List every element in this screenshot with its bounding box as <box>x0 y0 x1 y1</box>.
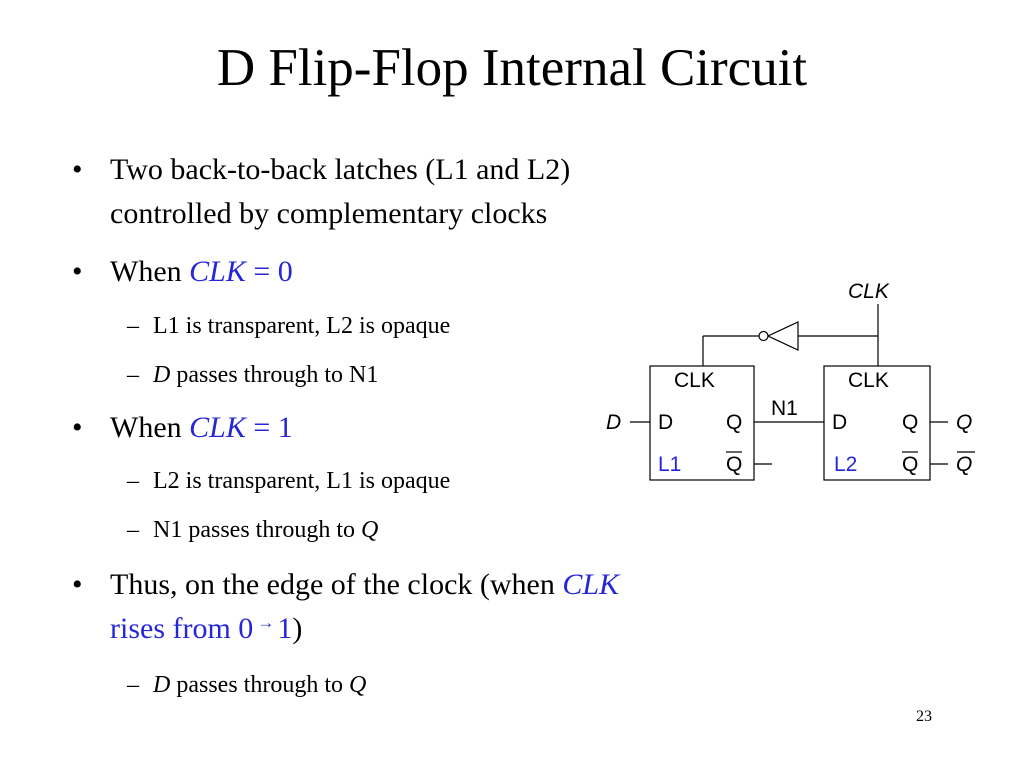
bullet-text: When CLK = 1 <box>110 411 293 444</box>
slide-title: D Flip-Flop Internal Circuit <box>216 39 808 97</box>
latch-l2-clk-label: CLK <box>848 369 889 392</box>
latch-l2-name: L2 <box>834 453 857 476</box>
latch-l2-box <box>823 365 931 481</box>
bullet-text: Thus, on the edge of the clock (when CLK… <box>110 568 620 645</box>
latch-l1-d-label: D <box>658 411 673 434</box>
latch-l1-qbar-label: Q <box>726 453 742 476</box>
page-number: 23 <box>916 708 932 725</box>
bullet-dot: • <box>72 411 83 444</box>
flip-flop-circuit-diagram: CLK CLK D Q Q L1 D N1 CLK D Q Q L2 Q <box>606 280 975 481</box>
latch-l2-q-label: Q <box>902 411 918 434</box>
arrow-icon: → <box>257 613 275 632</box>
qbar-output-label: Q <box>956 453 972 476</box>
latch-l1-clk-label: CLK <box>674 369 715 392</box>
q-output-label: Q <box>956 411 972 434</box>
latch-l1-name: L1 <box>658 453 681 476</box>
latch-l1-q-label: Q <box>726 411 742 434</box>
clk-input-label: CLK <box>848 280 890 303</box>
n1-label: N1 <box>771 397 798 420</box>
d-input-label: D <box>606 411 621 434</box>
bullet-text: When CLK = 0 <box>110 255 293 288</box>
bullet-dot: • <box>72 568 83 601</box>
bullet-dot: • <box>72 153 83 186</box>
inverter-icon <box>766 321 799 351</box>
inverter-bubble-icon <box>758 330 769 342</box>
bullet-dot: • <box>72 255 83 288</box>
latch-l2-qbar-label: Q <box>902 453 918 476</box>
latch-l2-d-label: D <box>832 411 847 434</box>
bullet-text: Two back-to-back latches (L1 and L2)cont… <box>110 153 571 230</box>
latch-l1-box <box>649 365 755 481</box>
